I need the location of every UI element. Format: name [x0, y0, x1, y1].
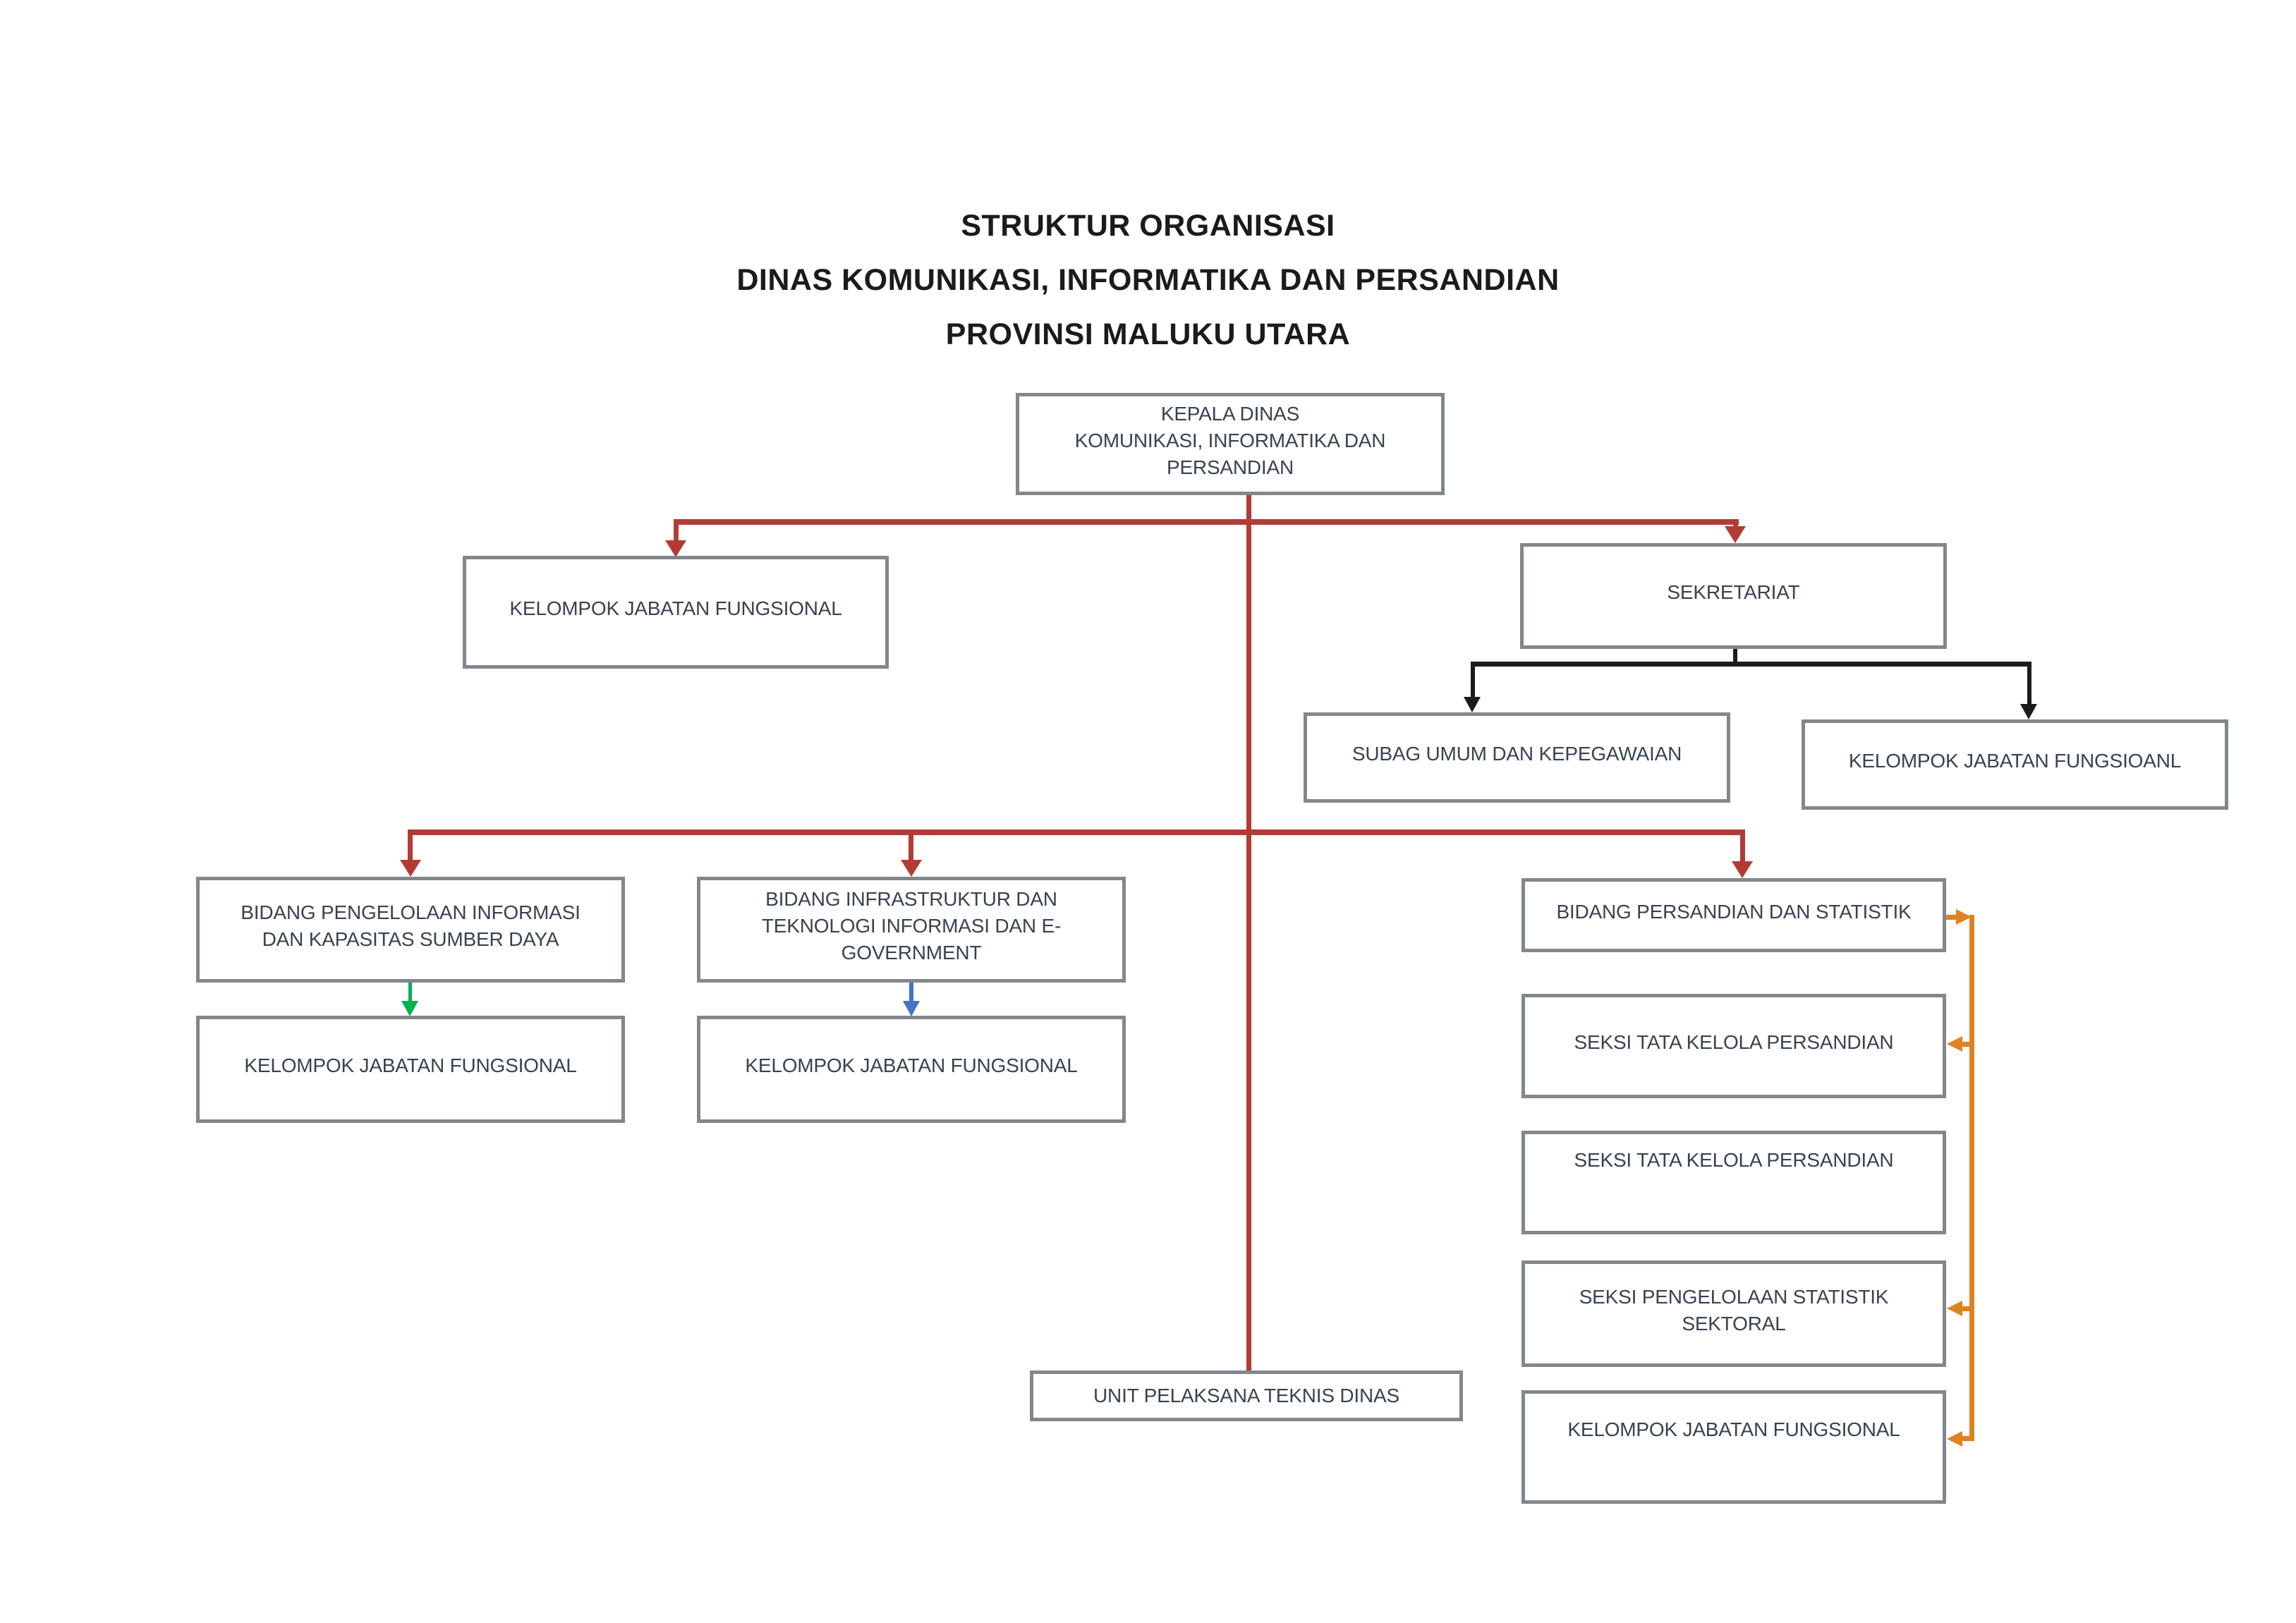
chart-title-line-1: STRUKTUR ORGANISASI	[961, 209, 1335, 243]
chart-title-line-3: PROVINSI MALUKU UTARA	[945, 317, 1351, 351]
red-arrowhead-sekretariat	[1725, 526, 1746, 543]
node-seksi-pengelolaan-statistik-sektoral: SEKSI PENGELOLAAN STATISTIK SEKTORAL	[1521, 1260, 1946, 1367]
connector-black-elbow-fungsioanl	[2027, 662, 2031, 705]
red-arrowhead-bidang-infrastruktur	[901, 860, 922, 877]
connector-red-main-vertical	[1246, 494, 1251, 1370]
red-arrowhead-kelompok-kiri	[665, 540, 686, 557]
node-seksi-tata-kelola-persandian-1: SEKSI TATA KELOLA PERSANDIAN	[1521, 994, 1946, 1098]
orange-arrowhead-kelompok	[1947, 1431, 1962, 1447]
node-kepala-dinas: KEPALA DINAS KOMUNIKASI, INFORMATIKA DAN…	[1016, 393, 1445, 495]
connector-orange-stub-kelompok	[1962, 1436, 1974, 1441]
connector-red-horizontal-1	[674, 519, 1739, 525]
connector-blue-vertical	[909, 981, 913, 1001]
connector-orange-vertical	[1969, 915, 1974, 1441]
connector-black-sekretariat-stub	[1733, 648, 1737, 666]
connector-orange-stub-seksi-1	[1962, 1042, 1974, 1047]
connector-black-elbow-subag	[1471, 662, 1475, 698]
red-arrowhead-bidang-persandian	[1732, 861, 1753, 878]
connector-red-elbow-bidang-pengelolaan	[408, 829, 413, 861]
connector-red-elbow-kelompok-kiri	[674, 519, 679, 542]
connector-green-vertical	[408, 981, 412, 1001]
connector-orange-stub-seksi-statistik	[1962, 1306, 1974, 1311]
red-arrowhead-bidang-pengelolaan	[400, 860, 421, 877]
connector-red-elbow-sekretariat	[1733, 519, 1738, 528]
node-seksi-tata-kelola-persandian-2: SEKSI TATA KELOLA PERSANDIAN	[1521, 1131, 1946, 1234]
connector-orange-stub-bidang	[1946, 915, 1957, 920]
node-kelompok-jabatan-fungsional-pengelolaan: KELOMPOK JABATAN FUNGSIONAL	[196, 1016, 625, 1123]
chart-title-line-2: DINAS KOMUNIKASI, INFORMATIKA DAN PERSAN…	[736, 263, 1560, 297]
node-unit-pelaksana-teknis-dinas: UNIT PELAKSANA TEKNIS DINAS	[1030, 1370, 1463, 1421]
node-subag-umum-dan-kepegawaian: SUBAG UMUM DAN KEPEGAWAIAN	[1304, 712, 1730, 803]
blue-arrowhead-kelompok	[903, 1001, 920, 1016]
connector-red-stub-bidang-infrastruktur	[909, 835, 913, 861]
node-bidang-infrastruktur: BIDANG INFRASTRUKTUR DAN TEKNOLOGI INFOR…	[697, 877, 1126, 983]
node-kelompok-jabatan-fungsional-persandian: KELOMPOK JABATAN FUNGSIONAL	[1521, 1390, 1946, 1504]
node-bidang-persandian-dan-statistik: BIDANG PERSANDIAN DAN STATISTIK	[1521, 878, 1946, 952]
orange-arrowhead-bidang-right	[1956, 909, 1972, 925]
black-arrowhead-fungsioanl	[2020, 704, 2037, 719]
orange-arrowhead-seksi-statistik	[1947, 1301, 1962, 1316]
node-kelompok-jabatan-fungsional-kiri: KELOMPOK JABATAN FUNGSIONAL	[463, 556, 889, 669]
connector-red-horizontal-2	[408, 829, 1745, 835]
green-arrowhead-kelompok	[401, 1001, 418, 1016]
connector-black-horizontal	[1471, 662, 2031, 667]
node-sekretariat: SEKRETARIAT	[1520, 543, 1947, 649]
orange-arrowhead-seksi-1	[1947, 1036, 1962, 1052]
node-kelompok-jabatan-fungsional-infrastruktur: KELOMPOK JABATAN FUNGSIONAL	[697, 1016, 1126, 1123]
node-kelompok-jabatan-fungsioanl-sekretariat: KELOMPOK JABATAN FUNGSIOANL	[1802, 719, 2228, 810]
node-bidang-pengelolaan-informasi: BIDANG PENGELOLAAN INFORMASI DAN KAPASIT…	[196, 877, 625, 983]
connector-red-elbow-bidang-persandian	[1740, 829, 1745, 863]
black-arrowhead-subag	[1464, 697, 1481, 712]
